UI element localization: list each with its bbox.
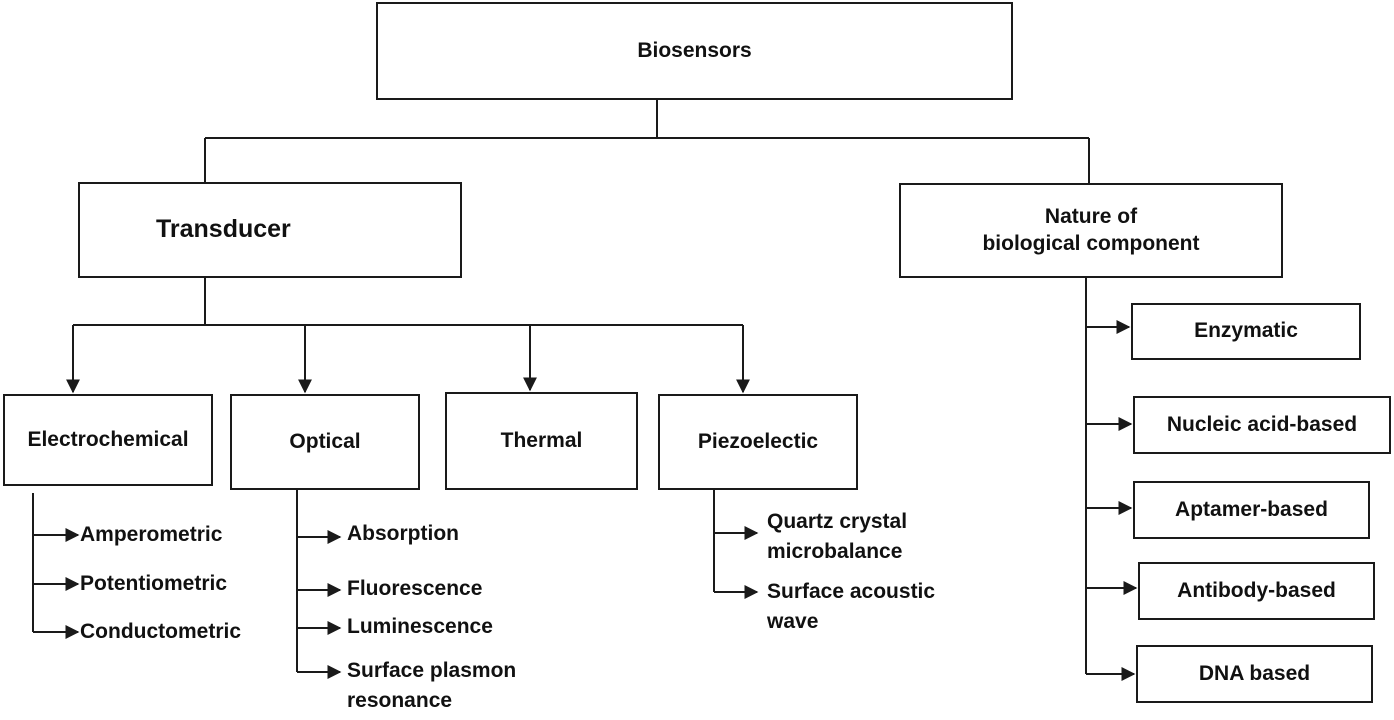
- transducer-node: Transducer: [78, 182, 462, 278]
- piezoelectic-node: Piezoelectic: [658, 394, 858, 490]
- potentiometric-label: Potentiometric: [80, 572, 228, 595]
- aptamer-node: Aptamer-based: [1133, 481, 1370, 539]
- electrochemical-node: Electrochemical: [3, 394, 213, 486]
- biological-label-line2: biological component: [982, 231, 1200, 255]
- antibody-node: Antibody-based: [1138, 562, 1375, 620]
- dna-node: DNA based: [1136, 645, 1373, 703]
- surface-acoustic-wave-label: Surface acoustic wave: [767, 580, 936, 634]
- surface-plasmon-resonance-label: Surface plasmon resonance: [347, 659, 517, 713]
- root-label: Biosensors: [637, 38, 752, 62]
- absorption-label: Absorption: [347, 522, 459, 545]
- transducer-label: Transducer: [156, 215, 291, 244]
- aptamer-label: Aptamer-based: [1175, 497, 1328, 521]
- root-node: Biosensors: [376, 2, 1013, 100]
- nucleic-acid-label: Nucleic acid-based: [1166, 412, 1358, 436]
- biological-label-line1: Nature of: [1044, 205, 1138, 229]
- enzymatic-node: Enzymatic: [1131, 303, 1361, 360]
- quartz-crystal-microbalance-label: Quartz crystal microbalance: [767, 510, 908, 564]
- dna-label: DNA based: [1198, 661, 1311, 685]
- amperometric-label: Amperometric: [80, 523, 223, 546]
- piezoelectic-label: Piezoelectic: [697, 429, 819, 453]
- optical-node: Optical: [230, 394, 420, 490]
- root-connector: [204, 100, 1090, 184]
- optical-label: Optical: [289, 429, 361, 453]
- antibody-label: Antibody-based: [1177, 578, 1336, 602]
- thermal-node: Thermal: [445, 392, 638, 490]
- luminescence-label: Luminescence: [347, 615, 493, 638]
- thermal-label: Thermal: [500, 428, 583, 452]
- fluorescence-label: Fluorescence: [347, 577, 483, 600]
- nucleic-acid-node: Nucleic acid-based: [1133, 396, 1391, 454]
- biological-component-node: Nature of biological component: [899, 183, 1283, 278]
- electrochemical-label: Electrochemical: [27, 427, 189, 451]
- conductometric-label: Conductometric: [80, 620, 242, 643]
- transducer-connector: [73, 277, 743, 326]
- enzymatic-label: Enzymatic: [1194, 319, 1298, 343]
